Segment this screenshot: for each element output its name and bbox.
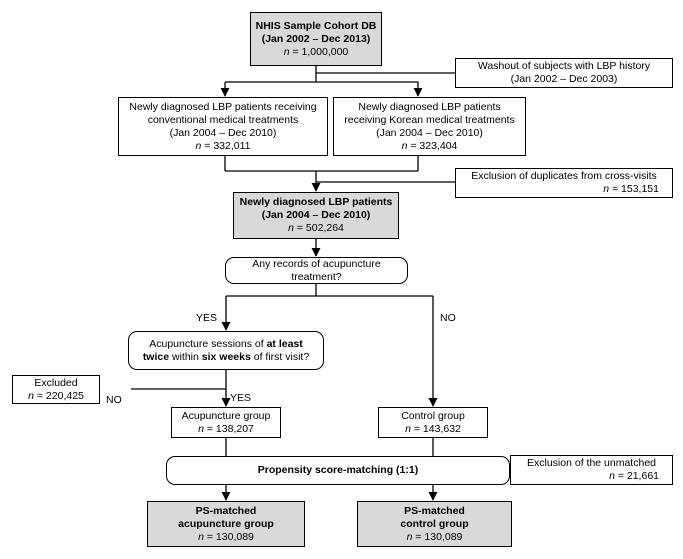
box-conventional-treatment: Newly diagnosed LBP patients receiving c…	[118, 97, 328, 156]
box-ps-matched-acupuncture: PS-matched acupuncture group n = 130,089	[147, 501, 305, 547]
washout-line1: Washout of subjects with LBP history	[477, 60, 651, 72]
cohort-period: (Jan 2002 – Dec 2013)	[261, 32, 371, 45]
acu-group-label: Acupuncture group	[181, 409, 271, 422]
conventional-n: n = 332,011	[195, 139, 251, 152]
korean-n: n = 323,404	[401, 139, 458, 152]
excluded-label: Excluded	[34, 376, 78, 389]
decision-acupuncture-sessions: Acupuncture sessions of at least twice w…	[128, 331, 324, 370]
control-group-n: n = 143,632	[405, 422, 461, 435]
box-control-group: Control group n = 143,632	[378, 407, 488, 438]
conventional-line1: Newly diagnosed LBP patients receiving	[129, 100, 317, 113]
unmatched-label: Exclusion of the unmatched	[527, 457, 656, 469]
ps-acu-line1: PS-matched	[195, 504, 257, 517]
korean-line1: Newly diagnosed LBP patients	[358, 100, 501, 113]
acu-group-n: n = 138,207	[198, 422, 254, 435]
box-propensity-matching: Propensity score-matching (1:1)	[166, 456, 510, 485]
ps-control-n: n = 130,089	[406, 530, 463, 543]
unmatched-n: n = 21,661	[609, 470, 659, 482]
ps-acu-line2: acupuncture group	[178, 517, 274, 530]
newly-period: (Jan 2004 – Dec 2010)	[261, 209, 371, 221]
question-text: Any records of acupuncture treatment?	[252, 257, 381, 283]
duplicates-n: n = 153,151	[603, 183, 659, 195]
sessions-line2: twice within six weeks of first visit?	[142, 350, 310, 363]
label-yes-sessions: YES	[230, 392, 252, 404]
korean-period: (Jan 2004 – Dec 2010)	[376, 126, 483, 139]
box-unmatched-exclusion: Exclusion of the unmatched n = 21,661	[510, 455, 673, 485]
label-no-excluded: NO	[106, 394, 122, 406]
control-group-label: Control group	[401, 409, 465, 422]
box-nhis-cohort: NHIS Sample Cohort DB (Jan 2002 – Dec 20…	[250, 12, 382, 66]
cohort-n: n = 1,000,000	[283, 45, 349, 58]
box-korean-treatment: Newly diagnosed LBP patients receiving K…	[333, 97, 526, 156]
box-newly-diagnosed: Newly diagnosed LBP patients (Jan 2004 –…	[233, 192, 399, 239]
ps-control-line2: control group	[400, 517, 469, 530]
newly-n: n = 502,264	[288, 222, 344, 234]
box-acupuncture-group: Acupuncture group n = 138,207	[171, 407, 281, 438]
newly-title: Newly diagnosed LBP patients	[239, 196, 393, 208]
conventional-line2: conventional medical treatments	[147, 113, 299, 126]
cohort-title: NHIS Sample Cohort DB	[255, 19, 377, 32]
decision-acupuncture-records: Any records of acupuncture treatment?	[225, 257, 408, 284]
ps-acu-n: n = 130,089	[198, 530, 254, 543]
psm-label: Propensity score-matching (1:1)	[257, 464, 419, 476]
label-no-top: NO	[440, 312, 456, 324]
korean-line2: receiving Korean medical treatments	[344, 113, 515, 126]
duplicates-label: Exclusion of duplicates from cross-visit…	[471, 170, 657, 182]
box-duplicates-exclusion: Exclusion of duplicates from cross-visit…	[455, 168, 673, 198]
label-yes-top: YES	[196, 312, 218, 324]
washout-period: (Jan 2002 – Dec 2003)	[510, 73, 618, 85]
excluded-n: n = 220,425	[28, 389, 84, 402]
ps-control-line1: PS-matched	[404, 504, 465, 517]
box-excluded: Excluded n = 220,425	[12, 375, 100, 404]
box-ps-matched-control: PS-matched control group n = 130,089	[357, 501, 512, 547]
box-washout: Washout of subjects with LBP history (Ja…	[455, 58, 673, 88]
sessions-line1: Acupuncture sessions of at least	[149, 337, 303, 350]
conventional-period: (Jan 2004 – Dec 2010)	[169, 126, 277, 139]
